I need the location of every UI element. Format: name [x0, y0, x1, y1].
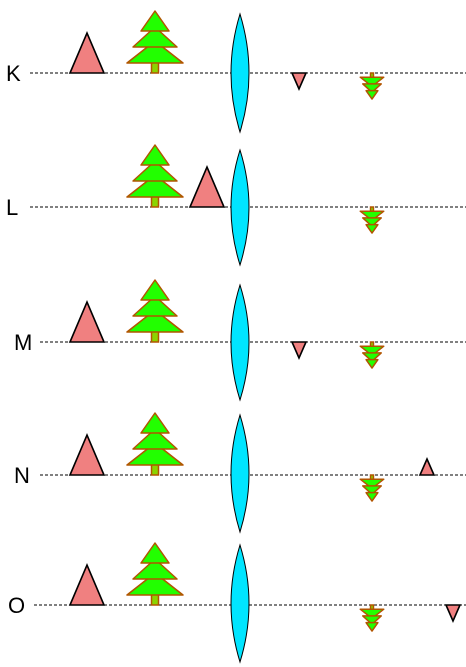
- tree-tier: [362, 83, 382, 94]
- row-label: L: [6, 195, 18, 220]
- row-label: N: [14, 463, 30, 488]
- image-triangle: [444, 604, 462, 623]
- tree-tier: [359, 210, 385, 222]
- row-label: O: [8, 593, 25, 618]
- tree-tier: [132, 160, 178, 182]
- object-triangle: [68, 299, 106, 343]
- convex-lens: [230, 148, 250, 267]
- tree-tier: [365, 223, 379, 234]
- object-triangle: [68, 30, 106, 74]
- convex-lens: [230, 543, 250, 664]
- tree-tier: [359, 608, 385, 620]
- convex-lens: [230, 413, 250, 534]
- tree-tier: [365, 358, 379, 369]
- image-triangle: [418, 457, 436, 476]
- tree-tier: [362, 485, 382, 496]
- tree-tier: [126, 40, 184, 64]
- tree-tier: [132, 558, 178, 580]
- row-label: K: [6, 61, 21, 86]
- tree-tier: [365, 621, 379, 632]
- tree-tier: [126, 572, 184, 596]
- tree-tier: [140, 412, 170, 434]
- tree-tier: [359, 76, 385, 88]
- diagram-row-k: K: [6, 10, 466, 134]
- tree-tier: [126, 309, 184, 333]
- tree-tier: [359, 345, 385, 357]
- tree-tier: [132, 295, 178, 317]
- diagram-row-n: N: [14, 412, 466, 534]
- tree-tier: [362, 352, 382, 363]
- convex-lens: [230, 283, 250, 402]
- image-triangle: [290, 72, 308, 91]
- object-triangle: [68, 562, 106, 606]
- object-triangle: [188, 164, 226, 208]
- row-label: M: [14, 330, 32, 355]
- tree-tier: [359, 478, 385, 490]
- diagram-row-m: M: [14, 279, 466, 402]
- tree-tier: [362, 615, 382, 626]
- image-triangle: [290, 341, 308, 360]
- tree-tier: [132, 428, 178, 450]
- tree-tier: [140, 542, 170, 564]
- tree-tier: [132, 26, 178, 48]
- diagram-row-l: L: [6, 144, 466, 267]
- tree-tier: [126, 174, 184, 198]
- tree-tier: [140, 144, 170, 166]
- tree-tier: [140, 279, 170, 301]
- object-triangle: [68, 432, 106, 476]
- tree-tier: [365, 89, 379, 100]
- tree-tier: [362, 217, 382, 228]
- tree-tier: [365, 491, 379, 502]
- diagram-row-o: O: [8, 542, 466, 664]
- tree-tier: [126, 442, 184, 466]
- tree-tier: [140, 10, 170, 32]
- convex-lens: [230, 12, 250, 134]
